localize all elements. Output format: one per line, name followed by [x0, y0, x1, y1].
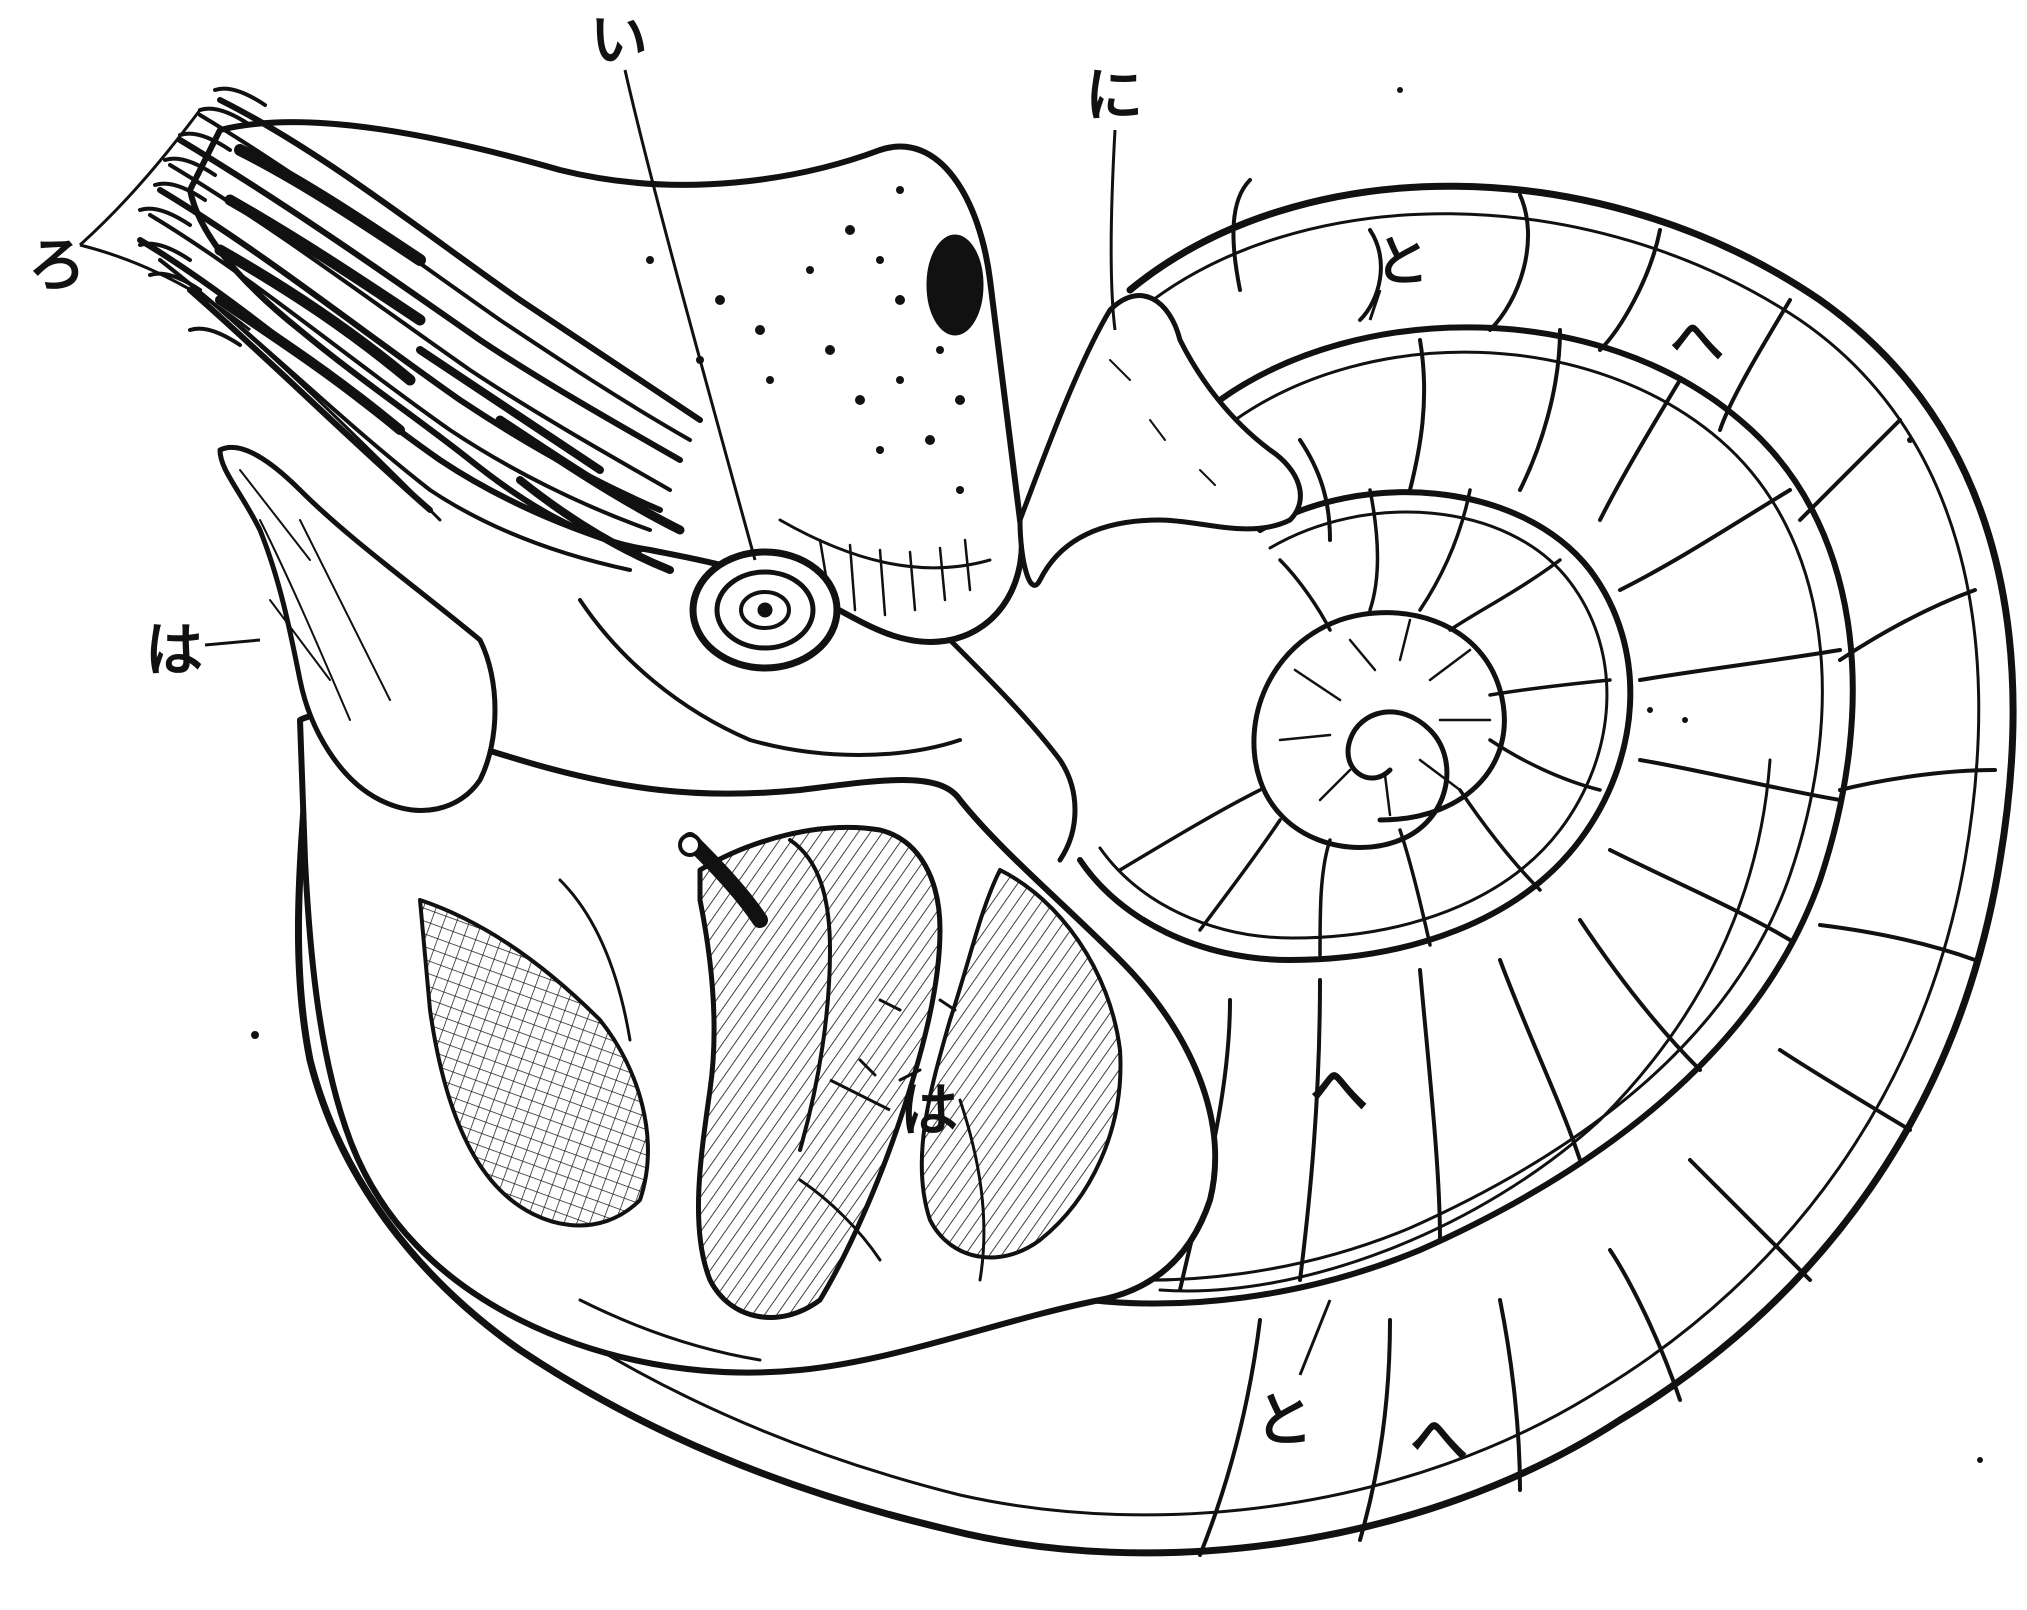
shell-inner-spiral	[1254, 613, 1504, 848]
hood-opening	[927, 235, 983, 335]
label-to-bottom: と	[1255, 1386, 1313, 1454]
label-he-middle: へ	[1310, 1056, 1368, 1124]
hood-flap	[220, 447, 495, 810]
label-he-bottom: へ	[1410, 1406, 1468, 1474]
siphuncle	[1160, 760, 1770, 1291]
label-i: い	[590, 6, 648, 74]
label-ha-left: は	[145, 616, 203, 684]
eye	[693, 552, 837, 668]
label-ni: に	[1085, 61, 1143, 129]
animal-body	[140, 89, 1300, 1373]
label-to-top: と	[1375, 229, 1429, 293]
label-he-outer-top: へ	[1670, 309, 1724, 373]
label-ha-center: は	[900, 1076, 958, 1144]
label-ro: ろ	[28, 231, 86, 299]
dorsal-hood-tip	[1020, 296, 1300, 586]
